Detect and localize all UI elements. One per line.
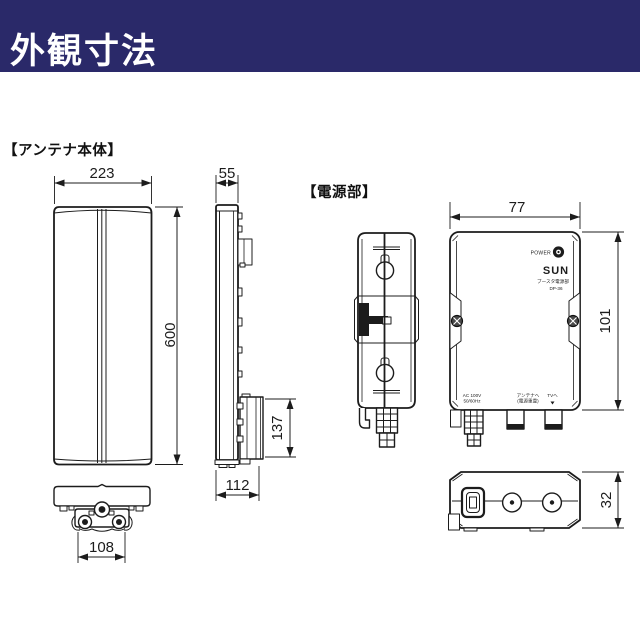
dim-antenna-total-depth: 112 (226, 477, 250, 494)
brand-logo: SUN (543, 265, 569, 277)
model-text-line2: DP-36 (549, 286, 562, 291)
power-bottom-view: 32 (448, 471, 624, 532)
antenna-front-view: 223 600 (53, 165, 183, 466)
f-connector-1-icon (501, 492, 523, 513)
f-connector-2-icon (541, 492, 563, 513)
ac-label-line2: 50/60Hz (463, 399, 481, 404)
power-led-icon (552, 246, 565, 258)
dim-power-height: 101 (597, 308, 614, 333)
antenna-port-label-line1: アンテナへ (517, 393, 540, 399)
model-text-line1: ブースタ電源部 (537, 278, 569, 285)
power-section-label: 【電源部】 (302, 185, 377, 201)
power-front-view: POWER SUN ブースタ電源部 DP-36 AC 100V 50/60Hz … (449, 199, 624, 447)
dim-power-depth: 32 (598, 492, 615, 509)
tv-port-label: TVへ (547, 393, 558, 398)
power-side-view (354, 232, 419, 448)
antenna-port-label-line2: (電源重畳) (517, 398, 539, 405)
header-bar: 外観寸法 (0, 0, 640, 72)
screw-right-icon (566, 314, 580, 328)
tv-port-pointer-icon (550, 401, 555, 405)
power-led-label: POWER (531, 251, 551, 257)
antenna-bottom-view: 108 (53, 483, 151, 563)
dim-power-width: 77 (509, 199, 526, 216)
ac-label-line1: AC 100V (463, 393, 482, 398)
page-title: 外観寸法 (10, 32, 159, 71)
dim-antenna-depth: 55 (219, 165, 236, 182)
dim-antenna-bracket-height: 137 (269, 415, 286, 440)
antenna-side-view: 55 137 112 (214, 165, 296, 501)
dim-antenna-height: 600 (162, 322, 179, 347)
antenna-section-label: 【アンテナ本体】 (3, 143, 123, 159)
dim-antenna-width: 223 (89, 165, 114, 182)
dim-antenna-mast-width: 108 (89, 539, 114, 556)
screw-left-icon (450, 314, 464, 328)
